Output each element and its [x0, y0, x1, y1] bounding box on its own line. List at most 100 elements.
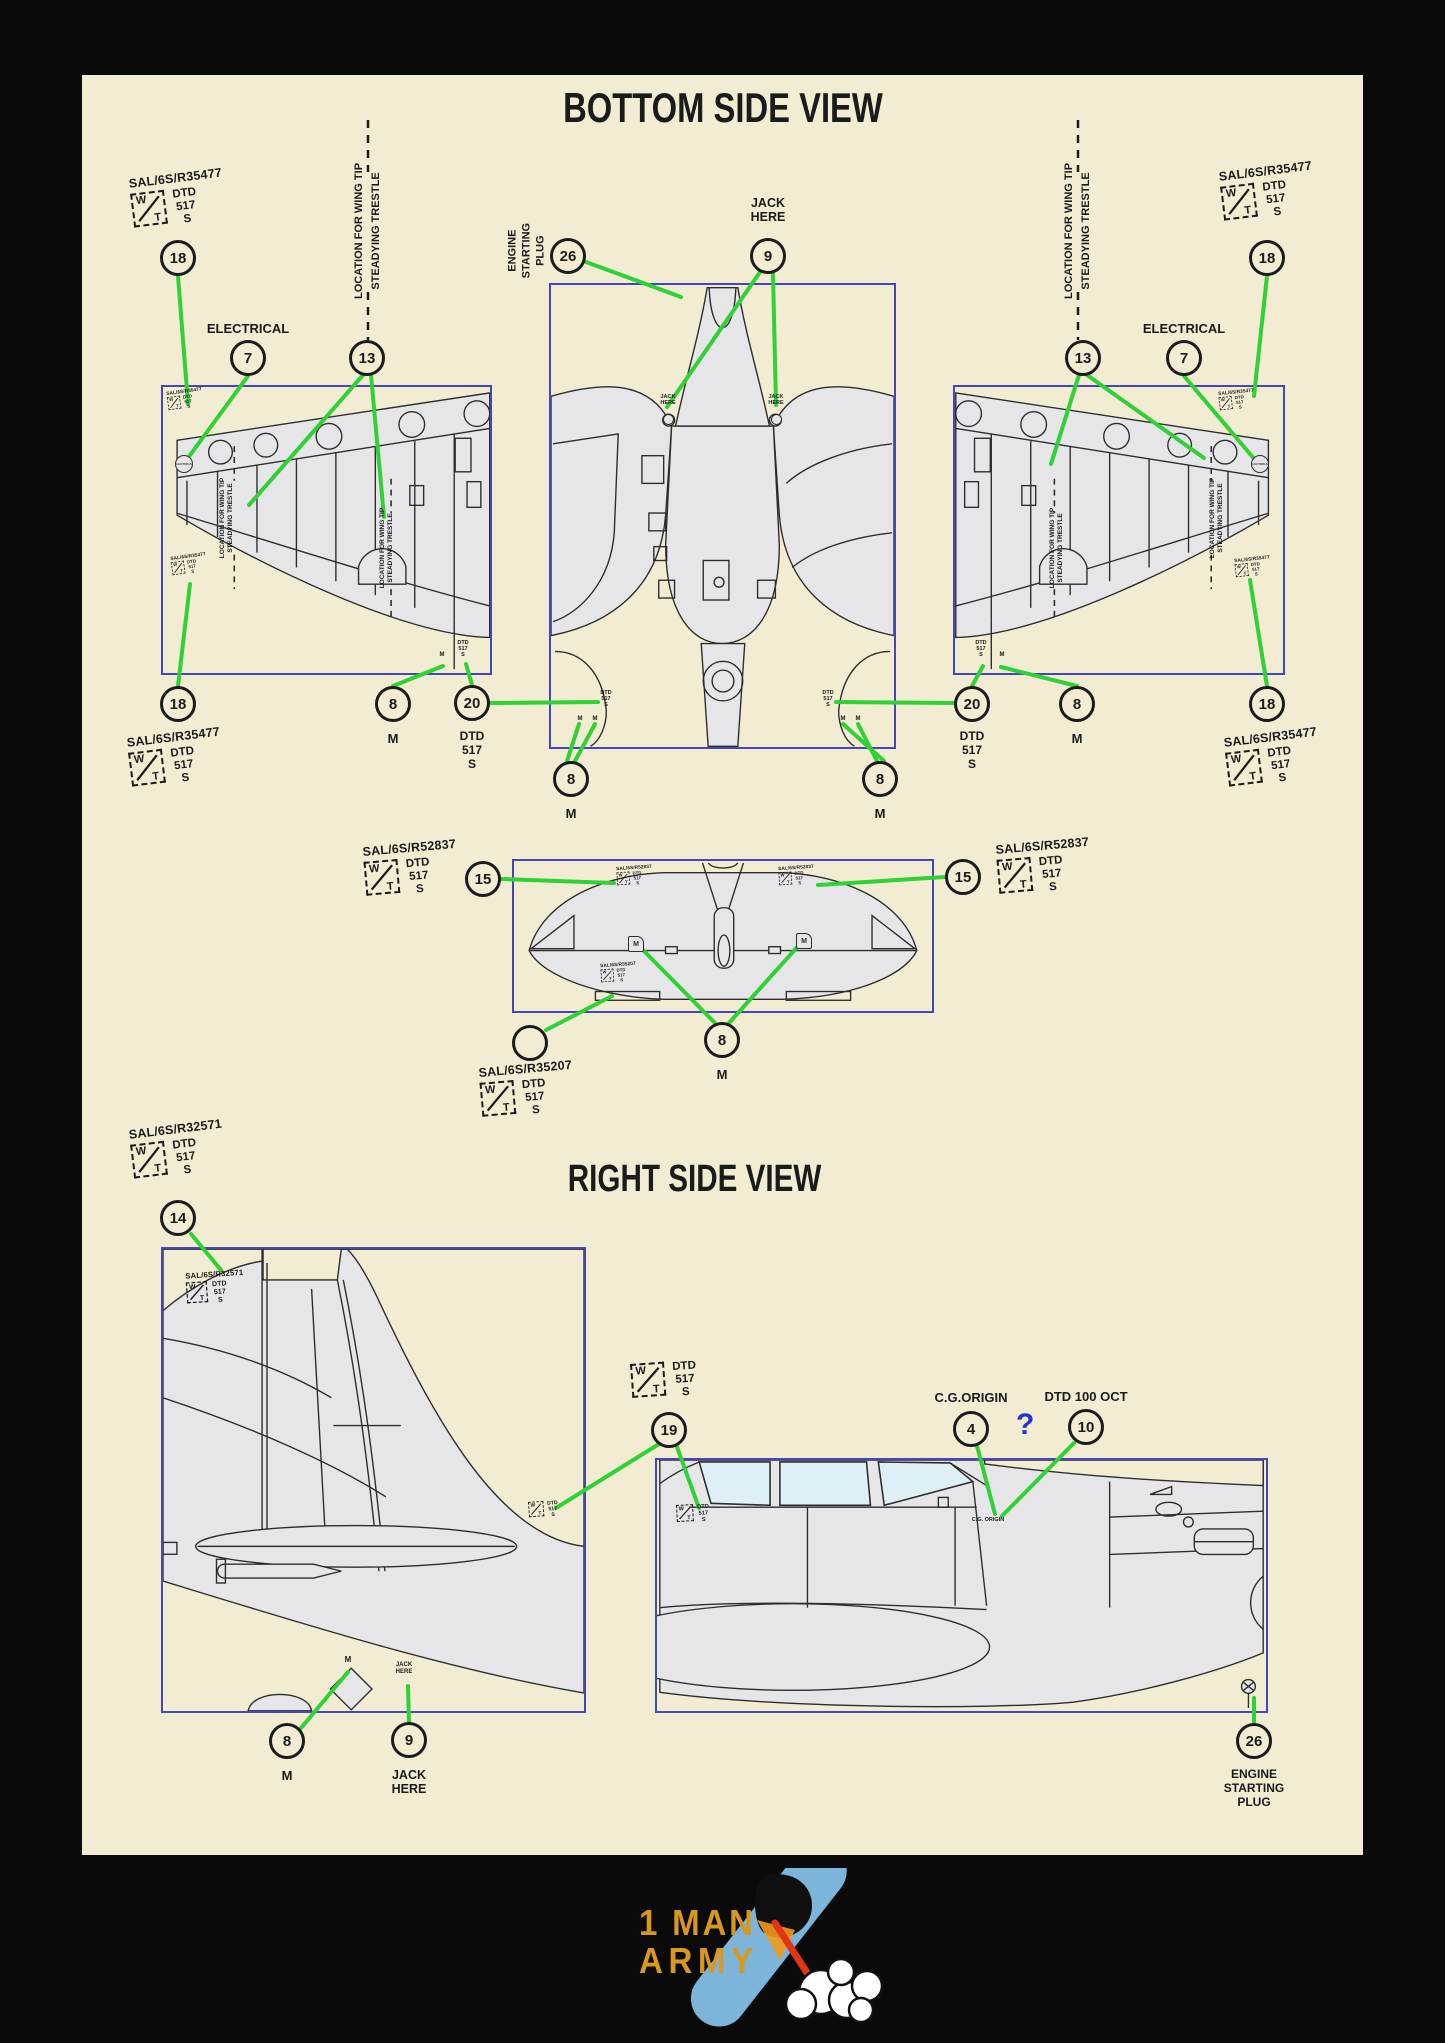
callout-19: 19 [651, 1412, 687, 1448]
callout-number: 26 [559, 247, 577, 265]
callout-13-left: 13 [349, 340, 385, 376]
callout-number: 7 [1179, 349, 1189, 367]
m-micro: M [577, 716, 583, 722]
left-wing-bottom-panel [161, 385, 492, 675]
callout-number: 8 [282, 1732, 292, 1750]
callout-18-bottom-right: 18 [1249, 686, 1285, 722]
m-micro: M [999, 652, 1005, 658]
logo-line-1: 1 MAN [639, 1902, 756, 1943]
callout-number: 15 [474, 870, 492, 888]
m-label: M [1071, 731, 1083, 746]
callout-number: 8 [566, 770, 576, 788]
callout-18-top-left: 18 [160, 240, 196, 276]
callout-number: 4 [966, 1420, 976, 1438]
right-view-title: RIGHT SIDE VIEW [568, 1158, 822, 1200]
callout-7-right: 7 [1166, 340, 1202, 376]
callout-9-top: 9 [750, 238, 786, 274]
fuselage-bottom-panel [549, 283, 896, 749]
callout-number: 10 [1077, 1418, 1095, 1436]
callout-8-fuselage-left: 8 [553, 761, 589, 797]
tailplane-bottom-panel [512, 859, 934, 1013]
tailplane-drawing [528, 862, 918, 1001]
callout-number: 19 [660, 1421, 678, 1439]
electrical-point-left: ELECTRICAL [175, 455, 193, 473]
callout-10: 10 [1068, 1409, 1104, 1445]
fuselage-bottom-drawing [551, 286, 894, 747]
callout-20-right: 20 [954, 686, 990, 722]
callout-number: 8 [388, 695, 398, 713]
m-label: M [874, 806, 886, 821]
callout-number: 8 [717, 1031, 727, 1049]
callout-number: 13 [1074, 349, 1092, 367]
tail-side-panel [161, 1247, 586, 1713]
callout-number: 18 [1258, 249, 1276, 267]
callout-number: 20 [963, 695, 981, 713]
callout-17 [512, 1025, 548, 1061]
m-label: M [565, 806, 577, 821]
logo-line-2: ARMY [639, 1940, 759, 1981]
callout-18-bottom-left: 18 [160, 686, 196, 722]
m-micro: M [439, 652, 445, 658]
callout-8-right-wing: 8 [1059, 686, 1095, 722]
brand-logo: 1 MAN ARMY [615, 1868, 895, 2038]
callout-7-left: 7 [230, 340, 266, 376]
callout-number: 9 [763, 247, 773, 265]
callout-number: 18 [169, 695, 187, 713]
right-wing-drawing [955, 392, 1270, 670]
callout-15-right: 15 [945, 859, 981, 895]
logo-flame [757, 1920, 795, 1960]
jack-point-icon [663, 414, 674, 425]
callout-8-left-wing: 8 [375, 686, 411, 722]
callout-number: 7 [243, 349, 253, 367]
m-micro: M [855, 716, 861, 722]
callout-number: 18 [169, 249, 187, 267]
callout-8-tail-side: 8 [269, 1723, 305, 1759]
callout-number: 13 [358, 349, 376, 367]
cg-origin-micro: C.G. ORIGIN [971, 1517, 1005, 1523]
callout-4: 4 [953, 1411, 989, 1447]
electrical-label-left: ELECTRICAL [206, 321, 290, 336]
m-micro: M [840, 716, 846, 722]
cg-origin-label: C.G.ORIGIN [934, 1390, 1008, 1405]
tail-side-drawing [163, 1249, 584, 1711]
electrical-point-right: ELECTRICAL [1251, 455, 1269, 473]
